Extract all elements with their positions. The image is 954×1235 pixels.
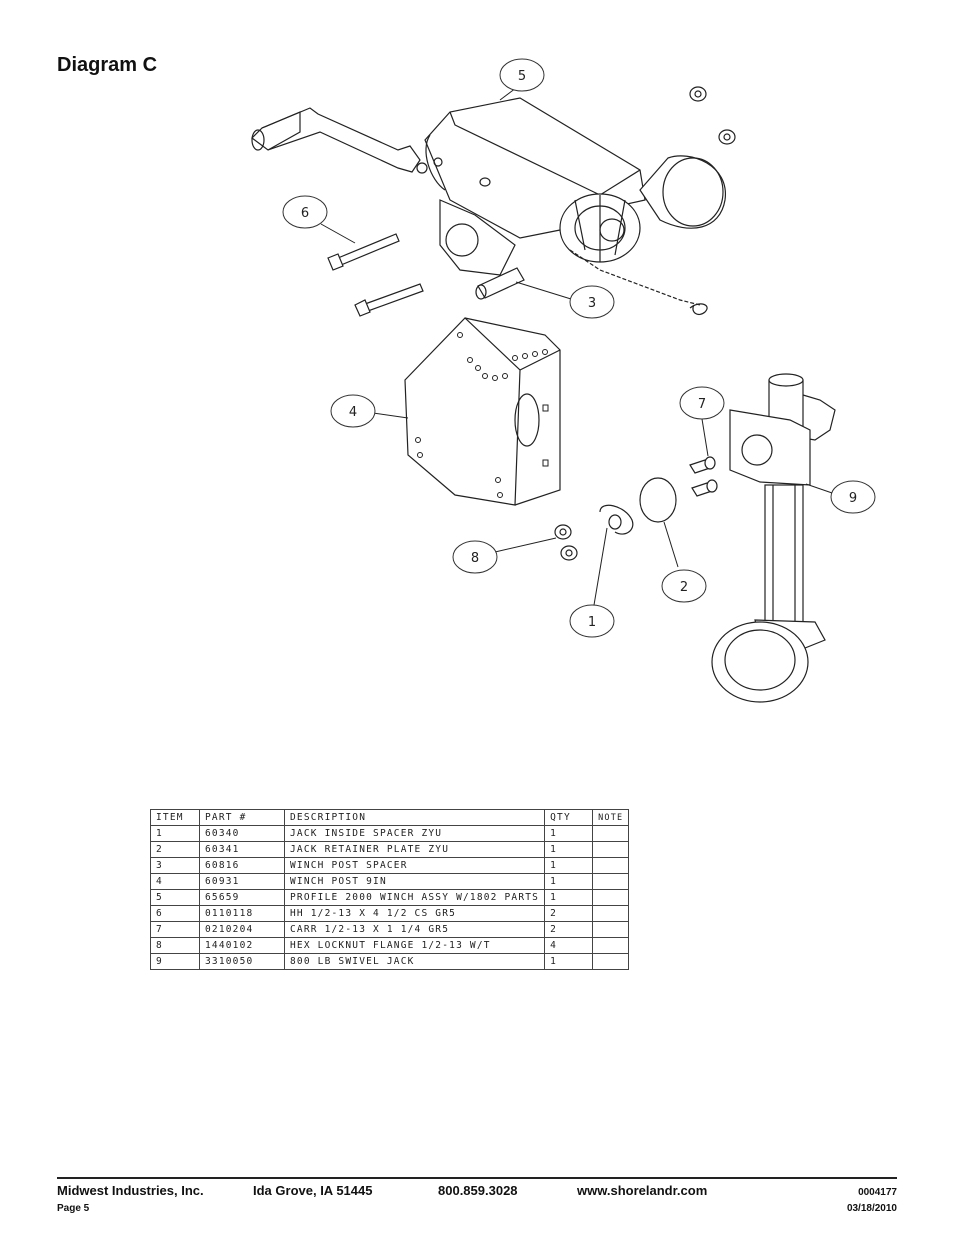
cell-qty: 1 — [544, 953, 594, 970]
cell-qty: 4 — [544, 937, 594, 954]
cell-qty: 1 — [544, 857, 594, 874]
footer-location: Ida Grove, IA 51445 — [253, 1183, 373, 1198]
header-description: DESCRIPTION — [283, 809, 546, 826]
header-part-number: PART # — [199, 809, 285, 826]
cell-part: 0110118 — [199, 905, 285, 922]
cell-note — [592, 825, 630, 842]
swivel-jack-drawing — [711, 373, 836, 703]
cell-item: 5 — [150, 889, 200, 906]
cell-part: 60816 — [199, 857, 285, 874]
cell-part: 65659 — [199, 889, 285, 906]
footer-website: www.shorelandr.com — [577, 1183, 708, 1198]
cell-note — [592, 857, 630, 874]
cell-qty: 1 — [544, 873, 594, 890]
cell-qty: 1 — [544, 825, 594, 842]
cell-description: JACK RETAINER PLATE ZYU — [283, 841, 546, 858]
footer-page-number: Page 5 — [57, 1203, 90, 1214]
footer-divider — [57, 1177, 897, 1179]
callout-4: 4 — [349, 405, 357, 420]
callout-2: 2 — [680, 580, 688, 595]
cell-part: 3310050 — [199, 953, 285, 970]
cell-description: PROFILE 2000 WINCH ASSY W/1802 PARTS — [283, 889, 546, 906]
cell-item: 3 — [150, 857, 200, 874]
callout-9: 9 — [849, 491, 857, 506]
bolt-drawing — [327, 233, 424, 317]
cell-part: 60340 — [199, 825, 285, 842]
spacer-drawing — [475, 267, 525, 300]
footer-company: Midwest Industries, Inc. — [57, 1183, 204, 1198]
cell-description: WINCH POST SPACER — [283, 857, 546, 874]
callout-5: 5 — [518, 69, 526, 84]
cell-description: HEX LOCKNUT FLANGE 1/2-13 W/T — [283, 937, 546, 954]
cell-part: 1440102 — [199, 937, 285, 954]
cell-note — [592, 905, 630, 922]
cell-description: CARR 1/2-13 X 1 1/4 GR5 — [283, 921, 546, 938]
cell-part: 60341 — [199, 841, 285, 858]
locknut-drawing — [554, 524, 578, 561]
cell-description: HH 1/2-13 X 4 1/2 CS GR5 — [283, 905, 546, 922]
cell-item: 7 — [150, 921, 200, 938]
inside-spacer-drawing — [599, 504, 634, 535]
cell-item: 4 — [150, 873, 200, 890]
callout-8: 8 — [471, 551, 479, 566]
footer-phone: 800.859.3028 — [438, 1183, 518, 1198]
cell-item: 2 — [150, 841, 200, 858]
winch-nuts-drawing — [689, 86, 736, 145]
cell-part: 60931 — [199, 873, 285, 890]
retainer-plate-drawing — [639, 477, 677, 523]
footer-doc-number: 0004177 — [858, 1187, 897, 1198]
cell-qty: 1 — [544, 841, 594, 858]
cell-qty: 1 — [544, 889, 594, 906]
cell-item: 6 — [150, 905, 200, 922]
cell-note — [592, 889, 630, 906]
cell-item: 9 — [150, 953, 200, 970]
cell-description: WINCH POST 9IN — [283, 873, 546, 890]
callout-1: 1 — [588, 615, 596, 630]
cell-note — [592, 921, 630, 938]
cell-note — [592, 953, 630, 970]
cell-note — [592, 841, 630, 858]
parts-table-header: ITEM PART # DESCRIPTION QTY NOTE — [150, 809, 630, 826]
carriage-bolt-drawing — [689, 456, 718, 497]
winch-post-drawing — [404, 317, 561, 506]
header-qty: QTY — [544, 809, 594, 826]
cell-qty: 2 — [544, 921, 594, 938]
header-item: ITEM — [150, 809, 200, 826]
header-note: NOTE — [592, 809, 630, 826]
cell-description: JACK INSIDE SPACER ZYU — [283, 825, 546, 842]
footer-date: 03/18/2010 — [846, 1203, 897, 1214]
cell-item: 8 — [150, 937, 200, 954]
winch-assembly-drawing — [251, 97, 726, 316]
cell-description: 800 LB SWIVEL JACK — [283, 953, 546, 970]
cell-part: 0210204 — [199, 921, 285, 938]
page-title: Diagram C — [57, 54, 158, 76]
callout-7: 7 — [698, 397, 706, 412]
cell-qty: 2 — [544, 905, 594, 922]
callout-6: 6 — [301, 206, 309, 221]
cell-note — [592, 873, 630, 890]
cell-item: 1 — [150, 825, 200, 842]
callout-3: 3 — [588, 296, 596, 311]
cell-note — [592, 937, 630, 954]
